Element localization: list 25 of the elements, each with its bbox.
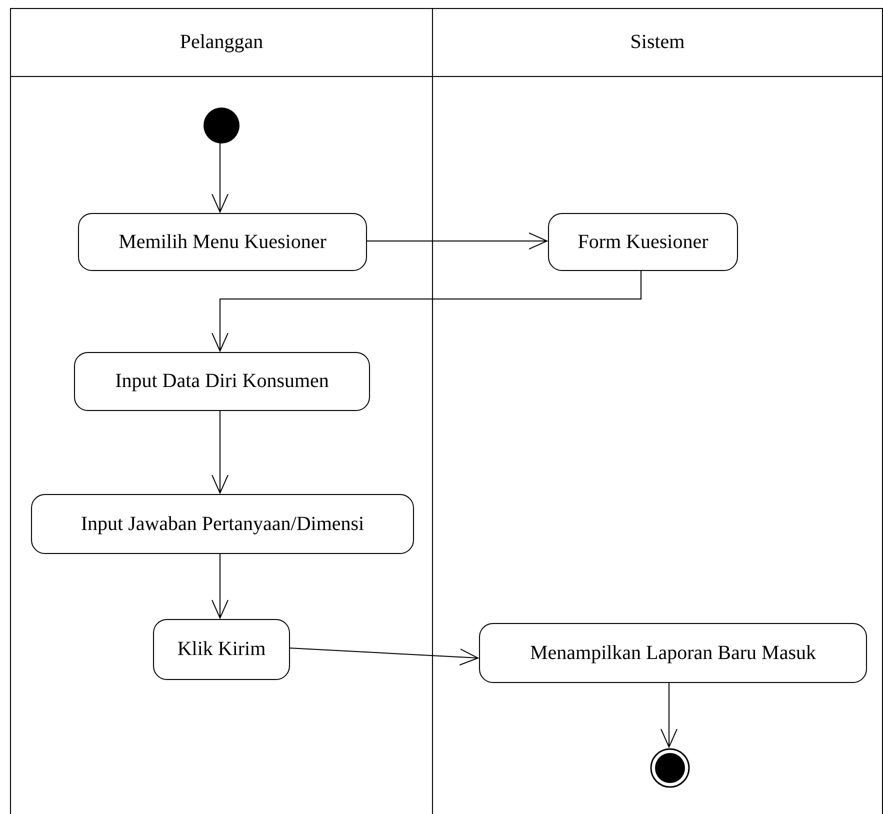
arrow	[212, 410, 228, 494]
swimlane	[432, 8, 883, 814]
activity-box	[74, 352, 370, 411]
arrow	[212, 142, 228, 212]
activity-box	[548, 213, 738, 271]
arrow	[660, 682, 678, 748]
activity-label: Klik Kirim	[177, 638, 266, 661]
activity-label: Form Kuesioner	[578, 230, 708, 254]
activity-label: Menampilkan Laporan Baru Masuk	[530, 642, 816, 664]
activity-label: Input Jawaban Pertanyaan/Dimensi	[80, 512, 364, 536]
arrow	[212, 552, 228, 618]
lane-header: Pelanggan	[11, 9, 432, 77]
arrow	[288, 648, 478, 666]
activity-box	[31, 494, 414, 554]
activity-box	[153, 619, 290, 680]
end-node	[650, 748, 690, 788]
activity-label: Memilih Menu Kuesioner	[118, 230, 326, 254]
activity-label: Input Data Diri Konsumen	[115, 370, 329, 393]
activity-box	[479, 623, 867, 683]
activity-box	[78, 213, 367, 271]
arrow	[212, 270, 642, 352]
start-node	[203, 107, 240, 144]
swimlane	[10, 8, 433, 814]
lane-header: Sistem	[433, 9, 882, 77]
arrow	[366, 232, 548, 250]
